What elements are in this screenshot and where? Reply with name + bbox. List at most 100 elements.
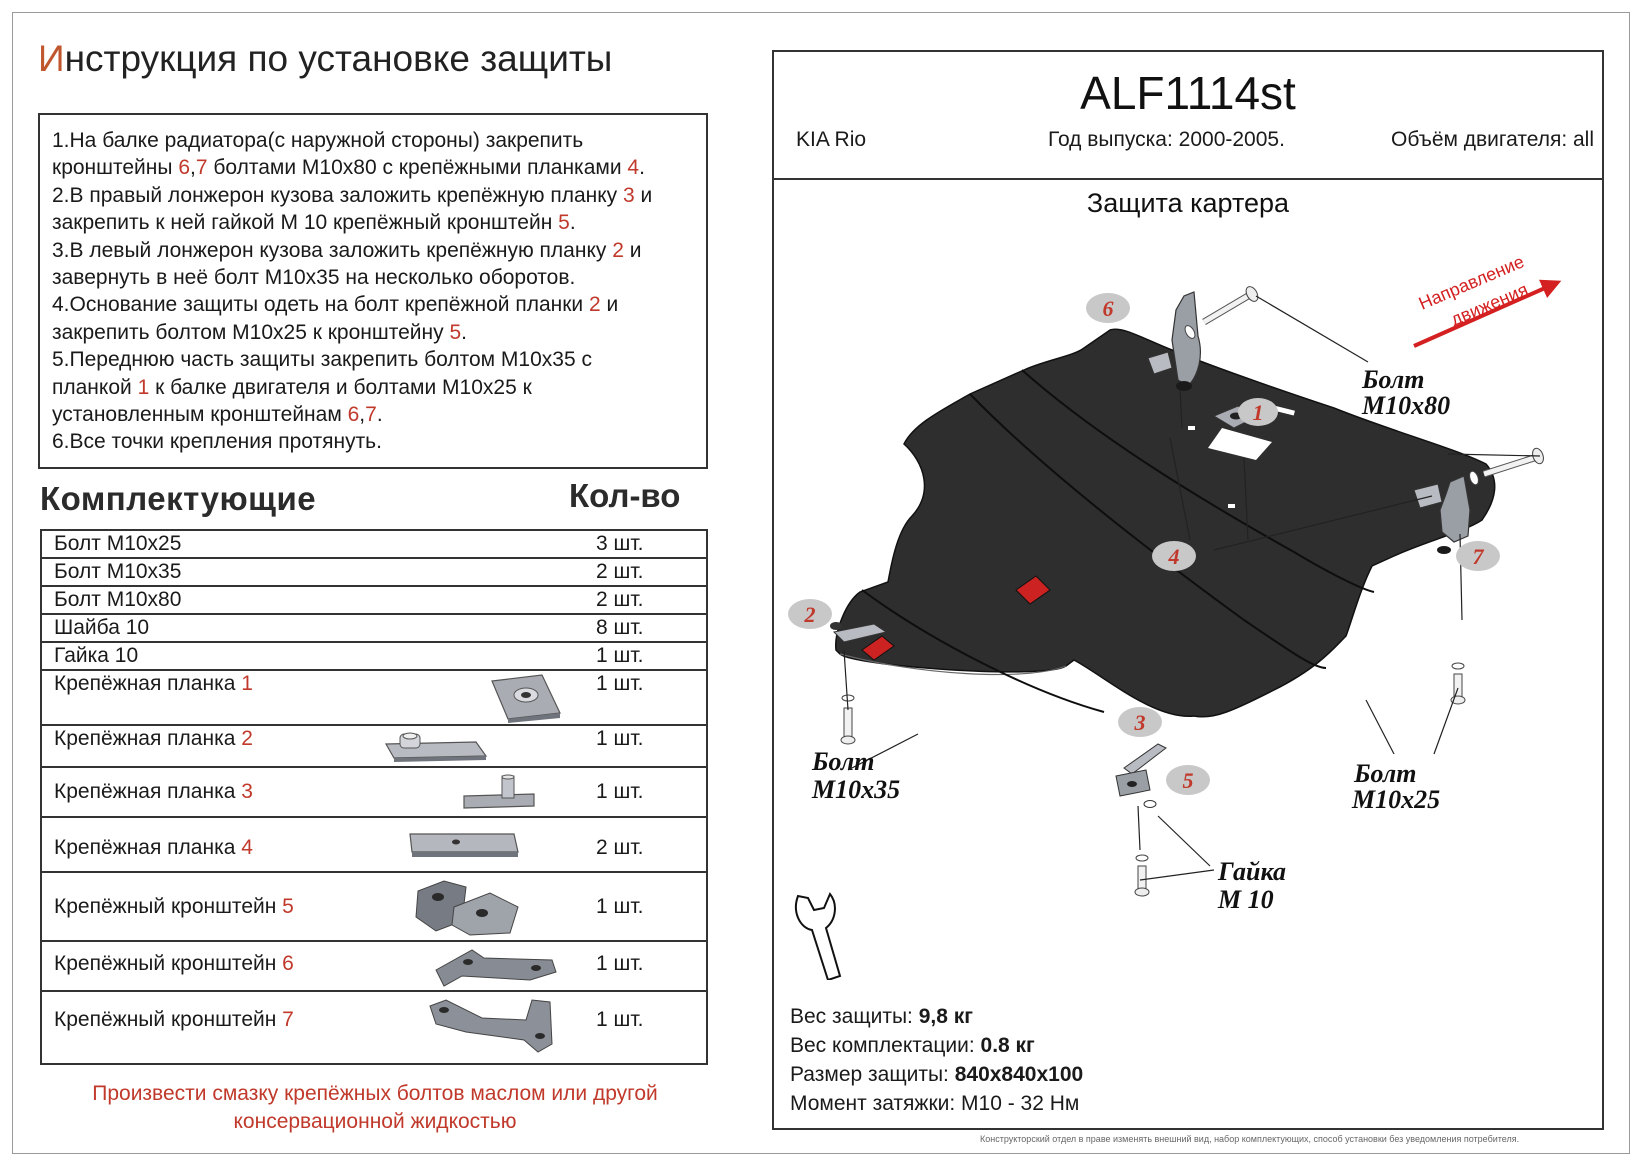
table-row: Крепёжный кронштейн 5 1 шт. — [42, 873, 706, 942]
part-name: Крепёжный кронштейн 5 — [54, 895, 294, 918]
label-bolt-m10x80: М10х80 — [1361, 391, 1450, 420]
svg-text:3: 3 — [1134, 710, 1146, 735]
spec-guard-weight: Вес защиты: 9,8 кг — [790, 1005, 974, 1028]
spec-guard-size: Размер защиты: 840х840х100 — [790, 1063, 1084, 1086]
part-qty: 1 шт. — [596, 1008, 644, 1031]
table-row: Гайка 10 1 шт. — [42, 643, 706, 671]
mounting-bracket-7-icon — [429, 999, 553, 1053]
part-name: Болт М10х25 — [54, 532, 182, 555]
bolt-m10x80 — [1184, 286, 1259, 339]
svg-text:7: 7 — [1473, 544, 1485, 569]
table-row: Крепёжный кронштейн 7 1 шт. — [42, 992, 706, 1065]
wrench-icon — [794, 892, 842, 980]
svg-text:2: 2 — [804, 602, 816, 627]
bracket-6 — [1147, 291, 1201, 391]
parts-table: Болт М10х25 3 шт. Болт М10х35 2 шт. Болт… — [40, 529, 708, 1065]
label-bolt-m10x80: Болт — [1361, 365, 1424, 394]
instruction-line: планкой 1 к балке двигателя и болтами М1… — [52, 375, 532, 399]
part-name: Болт М10х35 — [54, 560, 182, 583]
guard-name: Защита картера — [1086, 188, 1290, 218]
spec-kit-weight: Вес комплектации: 0.8 кг — [790, 1034, 1035, 1057]
part-qty: 1 шт. — [596, 895, 644, 918]
label-bolt-m10x25: М10х25 — [1351, 785, 1440, 814]
page-frame — [12, 12, 1630, 1154]
lubrication-note: Произвести смазку крепёжных болтов масло… — [92, 1082, 658, 1133]
part-qty: 8 шт. — [596, 616, 644, 639]
engine-volume: Объём двигателя: all — [1391, 128, 1594, 151]
label-nut-m10: М 10 — [1217, 885, 1274, 914]
svg-text:4: 4 — [1168, 544, 1180, 569]
callout-2: 2 — [788, 599, 832, 629]
bracket-7 — [1413, 475, 1471, 554]
instruction-line: 5.Переднюю часть защиты закрепить болтом… — [52, 348, 592, 372]
instruction-line: 4.Основание защиты одеть на болт крепёжн… — [52, 293, 619, 317]
callout-3: 3 — [1118, 707, 1162, 737]
part-qty: 1 шт. — [596, 727, 644, 750]
part-qty: 3 шт. — [596, 532, 644, 555]
label-bolt-m10x35: М10х35 — [811, 775, 900, 804]
crankcase-guard — [835, 328, 1496, 832]
part-name: Шайба 10 — [54, 616, 150, 639]
table-row: Крепёжный кронштейн 6 1 шт. — [42, 942, 706, 992]
table-row: Крепёжная планка 1 1 шт. — [42, 671, 706, 726]
table-row: Болт М10х35 2 шт. — [42, 559, 706, 587]
car-model: KIA Rio — [796, 128, 867, 151]
instruction-line: установленным кронштейнам 6,7. — [52, 403, 383, 427]
part-qty: 1 шт. — [596, 644, 644, 667]
part-labels: Болт М10х80 Болт М10х35 Болт М10х25 Гайк… — [811, 365, 1450, 914]
direction-arrow: Направление движения — [1413, 251, 1562, 348]
table-row: Болт М10х25 3 шт. — [42, 531, 706, 559]
quantity-heading: Кол-во — [569, 477, 681, 514]
mounting-bracket-6-icon — [435, 949, 557, 987]
label-bolt-m10x35: Болт — [811, 747, 874, 776]
red-markers — [861, 575, 1051, 661]
assembly-drawing: 1 2 3 4 5 6 7 Направление д — [788, 251, 1562, 980]
part-name: Крепёжный кронштейн 7 — [54, 1008, 294, 1031]
part-name: Крепёжная планка 1 — [54, 672, 253, 695]
part-qty: 2 шт. — [596, 588, 644, 611]
part-name: Гайка 10 — [54, 644, 139, 667]
leader-lines — [843, 295, 1541, 881]
instruction-line: кронштейны 6,7 болтами М10х80 с крепёжны… — [52, 156, 645, 180]
instruction-line: 2.В правый лонжерон кузова заложить креп… — [52, 183, 653, 207]
spec-torque: Момент затяжки: М10 - 32 Нм — [790, 1092, 1080, 1115]
instruction-line: завернуть в неё болт М10х35 на несколько… — [52, 266, 576, 290]
mounting-plate-2-icon — [384, 732, 488, 762]
footnote: Конструкторский отдел в праве изменять в… — [980, 1134, 1520, 1144]
label-bolt-m10x25: Болт — [1353, 759, 1416, 788]
part-qty: 1 шт. — [596, 672, 644, 695]
drawing-panel: ALF1114st KIA Rio Год выпуска: 2000-2005… — [772, 50, 1604, 1130]
instruction-line: 3.В левый лонжерон кузова заложить крепё… — [52, 238, 642, 262]
callout-5: 5 — [1166, 765, 1210, 795]
part-name: Крепёжная планка 2 — [54, 727, 253, 750]
specifications: Вес защиты: 9,8 кг Вес комплектации: 0.8… — [790, 1002, 1083, 1118]
table-row: Болт М10х80 2 шт. — [42, 587, 706, 615]
table-row: Крепёжная планка 4 2 шт. — [42, 818, 706, 873]
part-name: Крепёжная планка 4 — [54, 836, 253, 859]
page-title: Инструкция по установке защиты — [38, 38, 613, 79]
part-name: Крепёжная планка 3 — [54, 780, 253, 803]
svg-text:5: 5 — [1183, 768, 1194, 793]
part-qty: 1 шт. — [596, 952, 644, 975]
bolt-m10x25 — [1134, 854, 1150, 897]
instruction-line: закрепить к ней гайкой М 10 крепёжный кр… — [52, 211, 576, 235]
mounting-plate-1-icon — [491, 674, 561, 723]
callout-6: 6 — [1086, 293, 1130, 323]
mounting-bracket-5-icon — [415, 880, 519, 936]
table-row: Крепёжная планка 3 1 шт. — [42, 768, 706, 818]
bolt-m10x25 — [1450, 662, 1466, 705]
part-name: Болт М10х80 — [54, 588, 182, 611]
svg-text:1: 1 — [1253, 400, 1264, 425]
callout-7: 7 — [1456, 541, 1500, 571]
components-heading: Комплектующие — [40, 480, 317, 517]
product-header: ALF1114st KIA Rio Год выпуска: 2000-2005… — [774, 52, 1602, 180]
instruction-steps: 1.На балке радиатора(с наружной стороны)… — [38, 113, 708, 469]
svg-text:6: 6 — [1103, 296, 1114, 321]
plate-2 — [830, 622, 888, 643]
mounting-plate-3-icon — [463, 774, 535, 809]
instruction-line: 1.На балке радиатора(с наружной стороны)… — [52, 129, 584, 152]
table-row: Крепёжная планка 2 1 шт. — [42, 726, 706, 768]
part-name: Крепёжный кронштейн 6 — [54, 952, 294, 975]
plate-3 — [1123, 743, 1167, 775]
part-qty: 1 шт. — [596, 780, 644, 803]
